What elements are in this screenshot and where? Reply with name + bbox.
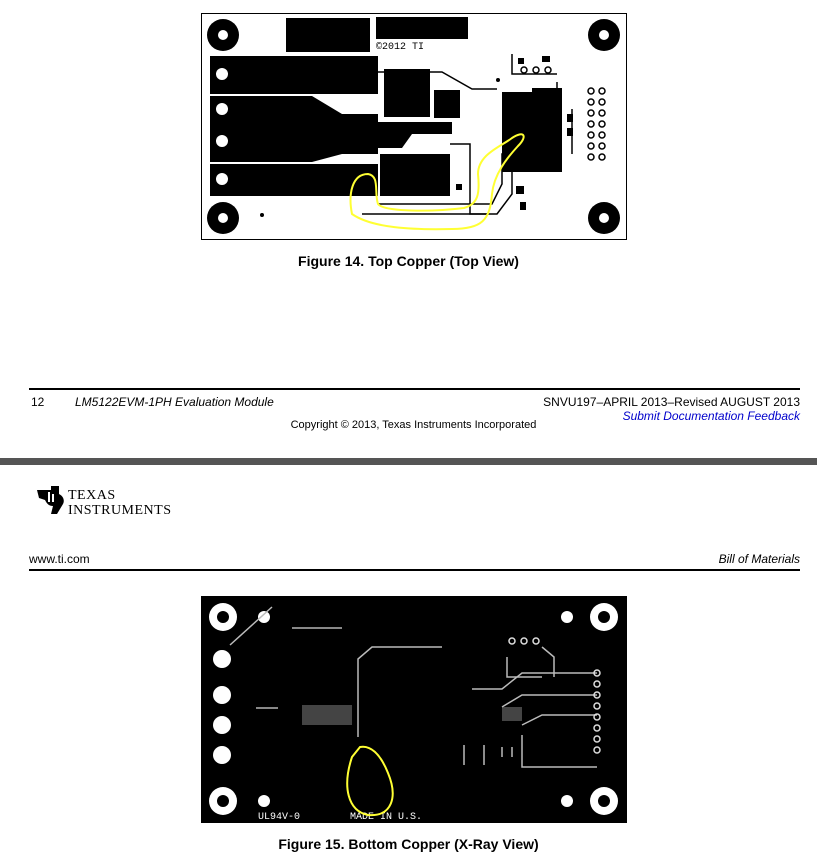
footer-rule xyxy=(29,388,800,390)
marking-ul94: UL94V-0 xyxy=(258,812,300,822)
page-number: 12 xyxy=(31,395,45,409)
doc-title: LM5122EVM-1PH Evaluation Module xyxy=(75,395,274,409)
bottom-copper-board: UL94V-0 MADE IN U.S. xyxy=(201,596,627,823)
top-copper-board: ©2012 TI xyxy=(201,13,627,240)
marking-made-in: MADE IN U.S. xyxy=(350,812,422,822)
feedback-link[interactable]: Submit Documentation Feedback xyxy=(622,409,800,423)
figure-15-caption: Figure 15. Bottom Copper (X-Ray View) xyxy=(278,836,539,852)
page-separator xyxy=(0,458,817,465)
brand-line-2: INSTRUMENTS xyxy=(68,503,172,518)
section-title: Bill of Materials xyxy=(718,552,800,566)
ti-logo-icon xyxy=(31,484,71,516)
top-copper-image: ©2012 TI xyxy=(207,17,620,234)
figure-14-caption: Figure 14. Top Copper (Top View) xyxy=(298,253,519,269)
bottom-copper-image: UL94V-0 MADE IN U.S. xyxy=(202,597,626,822)
silkscreen-copyright: ©2012 TI xyxy=(376,41,424,53)
brand-line-1: TEXAS xyxy=(68,488,116,503)
doc-id: SNVU197–APRIL 2013–Revised AUGUST 2013 xyxy=(543,395,800,409)
copyright-line: Copyright © 2013, Texas Instruments Inco… xyxy=(290,419,537,431)
header-rule xyxy=(29,569,800,571)
website-link[interactable]: www.ti.com xyxy=(29,552,90,566)
